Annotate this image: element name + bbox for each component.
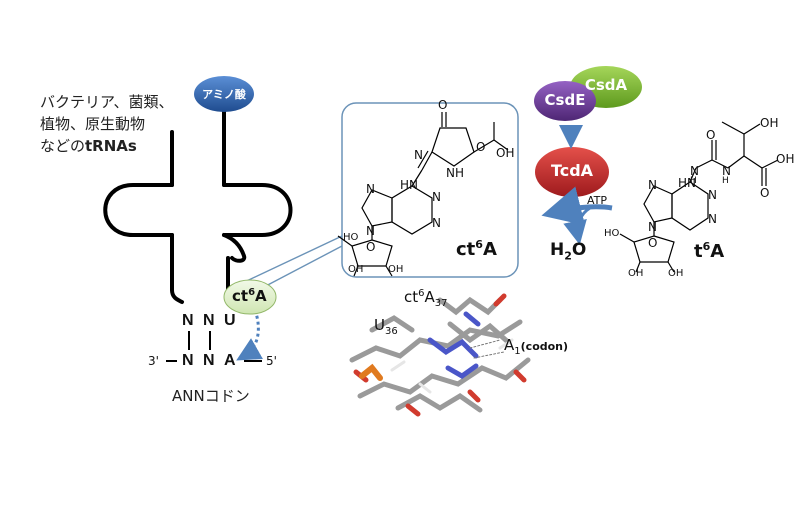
inset-atom-oh: OH <box>496 146 515 160</box>
t6a-atom-oh3: OH <box>628 268 644 279</box>
inset-title-base: ct <box>456 239 476 260</box>
inset-title-tail: A <box>482 239 497 260</box>
inset-atom-n3: N <box>432 216 441 230</box>
inset-atom-hn: HN <box>400 178 418 192</box>
a1-base: A <box>504 336 515 354</box>
t6a-atom-hn: HN <box>678 176 696 190</box>
t6a-label-base: t <box>694 241 703 262</box>
ct6a-inset-box <box>341 102 519 278</box>
inset-atom-n5: N <box>366 224 375 238</box>
inset-atom-n4: N <box>366 182 375 196</box>
t6a-atom-o2: O <box>706 128 716 142</box>
t6a-atom-oh2: OH <box>776 152 795 166</box>
a1-tail: (codon) <box>520 340 569 353</box>
tcda-label: TcdA <box>550 161 594 180</box>
anticodon-pairing-lines <box>166 331 262 362</box>
water-base: H <box>550 240 565 260</box>
csde-ellipse <box>534 81 596 121</box>
t6a-label: t6A <box>694 240 724 262</box>
codon-a: A <box>224 352 236 369</box>
t6a-atom-ho: HO <box>604 228 620 239</box>
t6a-atom-h2: H <box>690 176 697 186</box>
inset-atom-oh3: OH <box>388 264 404 275</box>
t6a-atom-o3: O <box>648 236 658 250</box>
ct6a-badge-base: ct <box>232 287 249 305</box>
inset-atom-o3: O <box>366 240 376 254</box>
anticodon-u: U <box>224 312 236 329</box>
zoom-callout <box>235 235 343 289</box>
trnas-label: tRNAs <box>85 137 137 155</box>
ct6a-badge-tail: A <box>255 287 267 305</box>
organism-text-prefix: などの <box>40 137 86 155</box>
crystal-structure-model <box>349 293 531 417</box>
csde-label: CsdE <box>544 91 586 109</box>
t6a-atom-n3: N <box>708 188 717 202</box>
ct6a37-sup: 6 <box>418 288 425 299</box>
a1-sub: 1 <box>514 346 521 357</box>
t6a-atom-o1: O <box>760 186 770 200</box>
organism-text-line2: 植物、原生動物 <box>40 115 146 133</box>
organism-text-line3: などのtRNAs <box>40 136 137 156</box>
u36-base: U <box>374 316 385 334</box>
inset-title: ct6A <box>456 238 497 260</box>
codon-n2: N <box>203 352 215 369</box>
inset-atom-oh2: OH <box>348 264 364 275</box>
structure-label-a1: A1(codon) <box>504 336 568 357</box>
inset-atom-ho: HO <box>343 232 359 243</box>
t6a-atom-n4: N <box>708 212 717 226</box>
ct6a-structure <box>337 112 509 277</box>
u36-sub: 36 <box>384 326 398 337</box>
ct6a-badge-ellipse <box>223 279 277 315</box>
t6a-atom-oh4: OH <box>668 268 684 279</box>
inset-atom-nh: NH <box>446 166 464 180</box>
codon-caption: ANNコドン <box>172 387 250 405</box>
water-label: H2O <box>550 240 586 262</box>
ct6a37-mid: A <box>424 288 435 306</box>
water-tail: O <box>571 240 587 260</box>
organism-text-line1: バクテリア、菌類、 <box>40 93 174 111</box>
codon-3prime: 3' <box>148 354 159 368</box>
t6a-label-tail: A <box>710 241 725 262</box>
t6a-atom-oh1: OH <box>760 116 779 130</box>
inset-atom-o1: O <box>438 98 448 112</box>
tcda-ellipse <box>535 147 609 197</box>
reaction-arrow <box>541 186 613 226</box>
t6a-label-sup: 6 <box>702 240 711 253</box>
t6a-atom-n2: N <box>690 164 699 178</box>
trna-cloverleaf <box>103 110 293 304</box>
amino-acid-label: アミノ酸 <box>202 88 246 101</box>
ct6a37-sub: 37 <box>434 298 448 309</box>
atp-label: ATP <box>587 194 608 207</box>
t6a-structure <box>619 121 779 273</box>
ct6a37-base: ct <box>404 288 419 306</box>
inset-atom-n1: N <box>414 148 423 162</box>
anticodon-n1: N <box>182 312 194 329</box>
anticodon-n2: N <box>203 312 215 329</box>
water-sub: 2 <box>564 249 572 263</box>
t6a-atom-n6: N <box>648 220 657 234</box>
t6a-atom-n1: N <box>722 164 731 178</box>
codon-5prime: 5' <box>266 354 277 368</box>
ct6a-badge-sup: 6 <box>248 287 256 298</box>
t6a-atom-h1: H <box>722 176 729 186</box>
structure-label-u36: U36 <box>374 316 398 337</box>
codon-n1: N <box>182 352 194 369</box>
t6a-atom-n5: N <box>648 178 657 192</box>
ct6a-badge-label: ct6A <box>232 287 267 305</box>
csda-label: CsdA <box>584 76 628 94</box>
inset-title-sup: 6 <box>475 238 483 251</box>
water-release-arrow <box>563 206 591 245</box>
structure-label-ct6a37: ct6A37 <box>404 288 448 309</box>
inset-atom-o2: O <box>476 140 486 154</box>
modification-arrow <box>236 309 263 361</box>
amino-acid-ellipse <box>194 76 254 112</box>
inset-atom-n2: N <box>432 190 441 204</box>
